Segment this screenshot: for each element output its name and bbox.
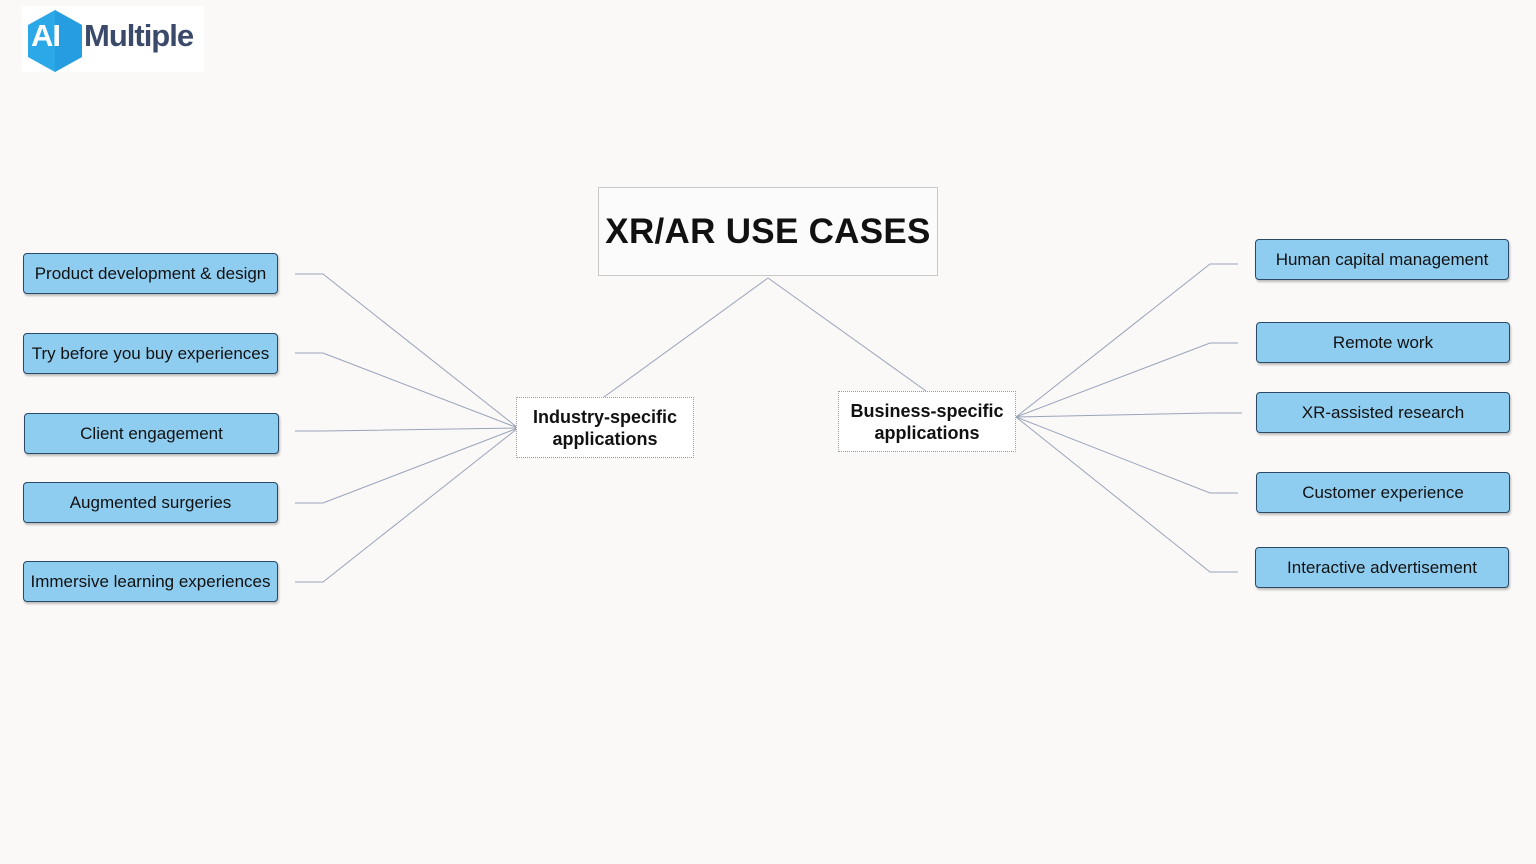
node-label: Interactive advertisement (1287, 557, 1477, 577)
node-immersive-learning[interactable]: Immersive learning experiences (23, 561, 278, 602)
node-label: XR-assisted research (1301, 402, 1465, 422)
node-try-before-you-buy[interactable]: Try before you buy experiences (23, 333, 278, 374)
connector-industry-3 (295, 427, 519, 432)
connector-industry-2 (295, 352, 519, 429)
node-augmented-surgeries[interactable]: Augmented surgeries (23, 482, 278, 523)
connector-business-5 (1015, 416, 1238, 573)
node-label: Augmented surgeries (69, 492, 232, 512)
logo-word-text: Multiple (84, 18, 194, 53)
aimultiple-logo[interactable]: AI Multiple (22, 6, 204, 72)
connector-industry-5 (295, 427, 519, 583)
node-remote-work[interactable]: Remote work (1256, 322, 1510, 363)
node-label: Product development & design (34, 263, 267, 283)
node-interactive-advertisement[interactable]: Interactive advertisement (1255, 547, 1509, 588)
node-label: Remote work (1332, 332, 1434, 352)
hexagon-logo-icon (28, 10, 82, 72)
connector-industry-1 (295, 273, 519, 429)
connector-title-business (767, 277, 927, 392)
node-label: Try before you buy experiences (31, 343, 270, 363)
connector-business-1 (1015, 263, 1238, 418)
hub-industry-label: Industry-specific applications (532, 406, 678, 449)
connector-business-2 (1015, 342, 1238, 418)
title-box: XR/AR USE CASES (598, 187, 938, 276)
logo-ai-text: AI (31, 18, 61, 53)
node-label: Human capital management (1275, 249, 1489, 269)
node-xr-assisted-research[interactable]: XR-assisted research (1256, 392, 1510, 433)
diagram-title: XR/AR USE CASES (605, 211, 931, 251)
node-client-engagement[interactable]: Client engagement (24, 413, 279, 454)
connector-business-4 (1015, 416, 1238, 494)
hub-business-label: Business-specific applications (850, 400, 1004, 443)
connector-industry-4 (295, 427, 519, 504)
hub-industry-specific: Industry-specific applications (516, 397, 694, 458)
node-product-development[interactable]: Product development & design (23, 253, 278, 294)
connector-title-industry (603, 277, 769, 398)
node-label: Client engagement (80, 423, 223, 443)
node-customer-experience[interactable]: Customer experience (1256, 472, 1510, 513)
node-label: Immersive learning experiences (30, 571, 271, 591)
node-human-capital-management[interactable]: Human capital management (1255, 239, 1509, 280)
hub-business-specific: Business-specific applications (838, 391, 1016, 452)
node-label: Customer experience (1302, 482, 1464, 502)
connector-business-3 (1015, 412, 1242, 418)
